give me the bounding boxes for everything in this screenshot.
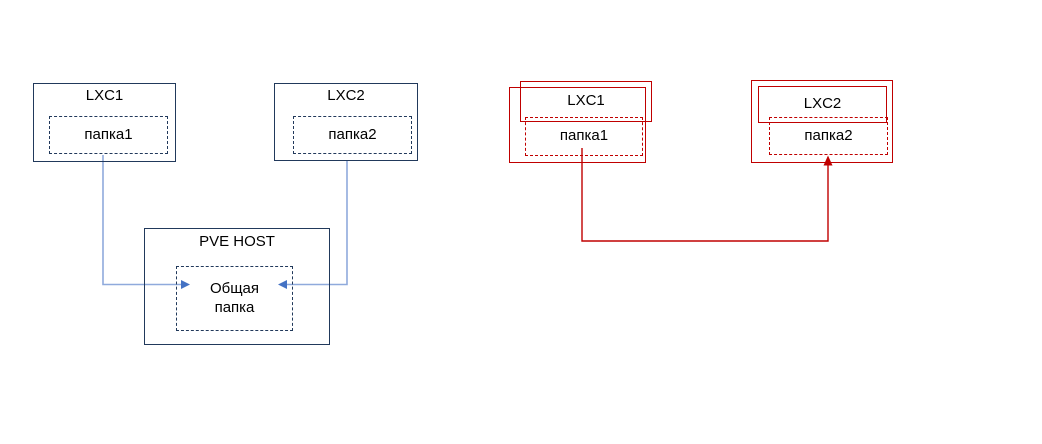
folder2-label-blue: папка2 xyxy=(328,125,377,143)
lxc1-box-blue xyxy=(33,83,176,162)
lxc1-outer-box-red xyxy=(509,87,646,163)
folder1-box-blue: папка1 xyxy=(49,116,168,154)
lxc2-title-blue: LXC2 xyxy=(327,87,365,104)
folder2-label-red: папка2 xyxy=(804,126,853,144)
lxc2-title-box-red: LXC2 xyxy=(758,86,887,123)
lxc2-outer-box-red xyxy=(751,80,893,163)
shared-folder-label-line2: папка xyxy=(214,298,255,316)
pve-host-title: PVE HOST xyxy=(199,233,275,250)
blue-connector-folder1-to-shared xyxy=(102,155,181,286)
blue-connector-folder2-to-shared xyxy=(287,161,348,286)
lxc2-title-red: LXC2 xyxy=(803,95,842,113)
lxc2-box-blue xyxy=(274,83,418,161)
lxc1-title-box-red: LXC1 xyxy=(520,81,652,122)
shared-folder-box: Общая папка xyxy=(176,266,293,331)
folder2-box-red: папка2 xyxy=(769,117,888,155)
arrowhead-left-icon xyxy=(278,280,287,289)
folder1-label-blue: папка1 xyxy=(84,125,133,143)
folder2-box-blue: папка2 xyxy=(293,116,412,154)
folder1-label-red: папка1 xyxy=(559,127,609,145)
folder1-box-red: папка1 xyxy=(525,117,643,156)
arrowhead-up-icon xyxy=(823,155,833,166)
lxc1-title-blue: LXC1 xyxy=(85,87,124,104)
lxc1-title-red: LXC1 xyxy=(567,92,605,110)
pve-host-box xyxy=(144,228,330,345)
red-connector-folder1-to-folder2 xyxy=(581,148,829,242)
arrowhead-right-icon xyxy=(181,280,190,289)
shared-folder-label-line1: Общая xyxy=(209,279,260,297)
